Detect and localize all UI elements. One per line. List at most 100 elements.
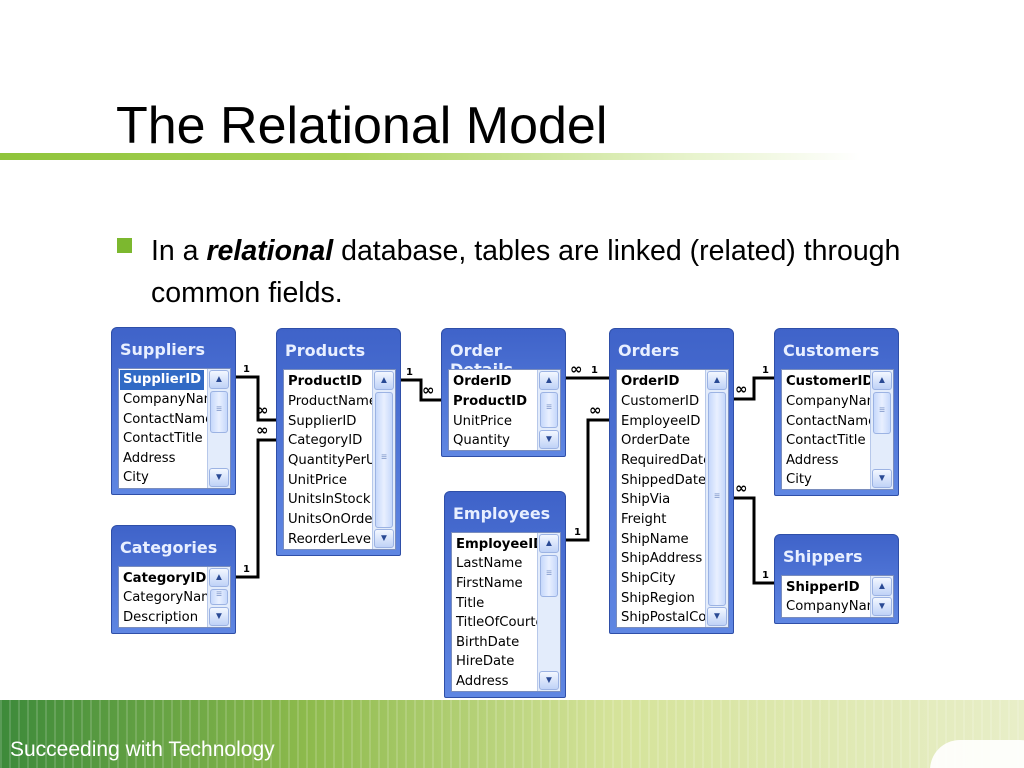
scrollbar[interactable]: ▲ ▼ (372, 370, 395, 549)
label-one: 1 (591, 365, 598, 376)
field-list[interactable]: OrderID CustomerID EmployeeID OrderDate … (616, 369, 729, 628)
field-item[interactable]: ShipRegion (621, 591, 695, 606)
field-item[interactable]: TitleOfCourte (456, 615, 544, 630)
field-list[interactable]: CustomerID CompanyNam ContactName Contac… (781, 369, 894, 490)
field-item[interactable]: OrderID (621, 374, 680, 389)
field-item[interactable]: OrderDate (621, 433, 690, 448)
field-item[interactable]: CustomerID (621, 394, 700, 409)
scroll-down-icon[interactable]: ▼ (707, 607, 727, 626)
scroll-down-icon[interactable]: ▼ (539, 671, 559, 690)
table-customers[interactable]: Customers CustomerID CompanyNam ContactN… (774, 328, 899, 496)
scroll-thumb[interactable] (708, 392, 726, 606)
table-shippers[interactable]: Shippers ShipperID CompanyNam ▲ ▼ (774, 534, 899, 624)
field-item[interactable]: Address (786, 453, 839, 468)
field-list[interactable]: CategoryID CategoryNam Description ▲ ▼ (118, 566, 231, 628)
field-item[interactable]: OrderID (453, 374, 512, 389)
scroll-down-icon[interactable]: ▼ (539, 430, 559, 449)
scroll-up-icon[interactable]: ▲ (209, 370, 229, 389)
scroll-up-icon[interactable]: ▲ (539, 534, 559, 553)
table-suppliers[interactable]: Suppliers SupplierID CompanyNam ContactN… (111, 327, 236, 495)
scroll-thumb[interactable] (375, 392, 393, 528)
field-item[interactable]: ReorderLevel (288, 532, 375, 547)
field-item[interactable]: ShipPostalCoc (621, 610, 714, 625)
field-item[interactable]: UnitsOnOrder (288, 512, 378, 527)
scroll-up-icon[interactable]: ▲ (539, 371, 559, 390)
field-item[interactable]: QuantityPerU (288, 453, 376, 468)
scroll-down-icon[interactable]: ▼ (374, 529, 394, 548)
scroll-thumb[interactable] (540, 555, 558, 597)
field-item[interactable]: ShipperID (786, 580, 860, 595)
field-item[interactable]: ShipName (621, 532, 689, 547)
scroll-down-icon[interactable]: ▼ (872, 597, 892, 616)
field-item[interactable]: ProductName (288, 394, 377, 409)
field-item[interactable]: Freight (621, 512, 667, 527)
scroll-thumb[interactable] (210, 391, 228, 433)
scroll-down-icon[interactable]: ▼ (209, 607, 229, 626)
table-employees[interactable]: Employees EmployeeID LastName FirstName … (444, 491, 566, 698)
scrollbar[interactable]: ▲ ▼ (705, 370, 728, 627)
scrollbar[interactable]: ▲ ▼ (537, 533, 560, 691)
field-item[interactable]: City (786, 472, 812, 487)
field-item[interactable]: UnitPrice (453, 414, 513, 429)
scroll-up-icon[interactable]: ▲ (872, 577, 892, 596)
field-item[interactable]: SupplierID (288, 414, 357, 429)
scrollbar[interactable]: ▲ ▼ (537, 370, 560, 450)
field-item[interactable]: Address (123, 451, 176, 466)
field-item[interactable]: CompanyNam (786, 394, 880, 409)
scrollbar[interactable]: ▲ ▼ (870, 370, 893, 489)
scroll-up-icon[interactable]: ▲ (374, 371, 394, 390)
scroll-thumb[interactable] (210, 589, 228, 605)
field-list[interactable]: SupplierID CompanyNam ContactName Contac… (118, 368, 231, 489)
table-categories[interactable]: Categories CategoryID CategoryNam Descri… (111, 525, 236, 634)
field-item[interactable]: City (123, 470, 149, 485)
field-item[interactable]: ContactName (123, 412, 214, 427)
field-item[interactable]: ContactName (786, 414, 877, 429)
field-item[interactable]: RequiredDate (621, 453, 712, 468)
scrollbar[interactable]: ▲ ▼ (207, 369, 230, 488)
field-item[interactable]: CustomerID (786, 374, 874, 389)
scroll-up-icon[interactable]: ▲ (707, 371, 727, 390)
field-item[interactable]: SupplierID (120, 370, 205, 390)
scroll-thumb[interactable] (540, 392, 558, 428)
scroll-thumb[interactable] (873, 392, 891, 434)
field-item[interactable]: Description (123, 610, 199, 625)
scrollbar[interactable]: ▲ ▼ (870, 576, 893, 617)
field-item[interactable]: HireDate (456, 654, 515, 669)
field-item[interactable]: ShipCity (621, 571, 676, 586)
table-products[interactable]: Products ProductID ProductName SupplierI… (276, 328, 401, 556)
table-order-details[interactable]: Order Details OrderID ProductID UnitPric… (441, 328, 566, 457)
field-item[interactable]: ShippedDate (621, 473, 707, 488)
scrollbar[interactable]: ▲ ▼ (207, 567, 230, 627)
field-item[interactable]: BirthDate (456, 635, 520, 650)
field-item[interactable]: LastName (456, 556, 523, 571)
field-list[interactable]: ProductID ProductName SupplierID Categor… (283, 369, 396, 550)
field-item[interactable]: CategoryID (123, 571, 207, 586)
scroll-up-icon[interactable]: ▲ (872, 371, 892, 390)
field-item[interactable]: ContactTitle (123, 431, 203, 446)
scroll-down-icon[interactable]: ▼ (872, 469, 892, 488)
field-item[interactable]: CompanyNam (123, 392, 217, 407)
field-item[interactable]: ShipVia (621, 492, 671, 507)
field-list[interactable]: OrderID ProductID UnitPrice Quantity ▲ ▼ (448, 369, 561, 451)
scroll-up-icon[interactable]: ▲ (209, 568, 229, 587)
field-item[interactable]: UnitsInStock (288, 492, 371, 507)
field-item[interactable]: Title (456, 596, 485, 611)
field-item[interactable]: Address (456, 674, 509, 689)
field-item[interactable]: ShipAddress (621, 551, 703, 566)
field-item[interactable]: UnitPrice (288, 473, 348, 488)
field-list[interactable]: ShipperID CompanyNam ▲ ▼ (781, 575, 894, 618)
field-item[interactable]: ProductID (453, 394, 528, 409)
field-item[interactable]: CategoryNam (123, 590, 215, 605)
field-item[interactable]: FirstName (456, 576, 523, 591)
field-item[interactable]: ProductID (288, 374, 363, 389)
field-list[interactable]: EmployeeID LastName FirstName Title Titl… (451, 532, 561, 692)
field-item[interactable]: ContactTitle (786, 433, 866, 448)
field-item[interactable]: Quantity (453, 433, 510, 448)
field-item[interactable]: EmployeeID (456, 537, 545, 552)
field-item[interactable]: CategoryID (288, 433, 363, 448)
table-orders[interactable]: Orders OrderID CustomerID EmployeeID Ord… (609, 328, 734, 634)
field-item[interactable]: EmployeeID (621, 414, 701, 429)
table-title: Shippers (783, 547, 863, 566)
scroll-down-icon[interactable]: ▼ (209, 468, 229, 487)
field-item[interactable]: CompanyNam (786, 599, 880, 614)
